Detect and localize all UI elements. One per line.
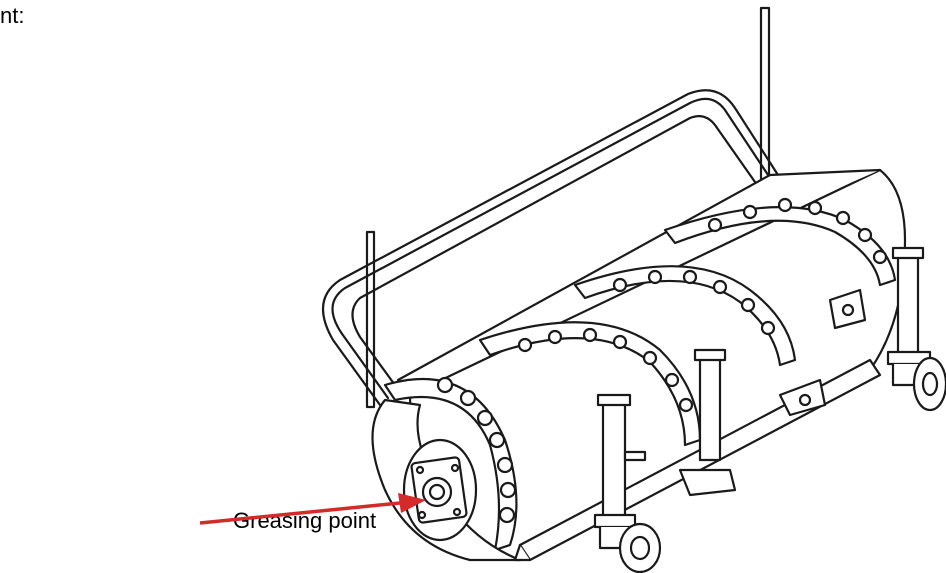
side-brackets [778, 288, 867, 417]
left-vertical-rod [365, 230, 376, 409]
greasing-point-arrow [199, 493, 426, 525]
drum-ring-fourth [663, 197, 897, 287]
front-caster-wheel [598, 522, 662, 573]
top-handle-frame [321, 89, 780, 407]
header-text-fragment: nt: [0, 3, 25, 28]
front-jack-stand [593, 393, 647, 529]
middle-jack-stand [678, 348, 737, 497]
drum-ring-third [573, 265, 797, 367]
rear-caster-wheel [891, 356, 946, 412]
drum-ring-front [383, 376, 518, 552]
bearing-housing [410, 456, 468, 524]
